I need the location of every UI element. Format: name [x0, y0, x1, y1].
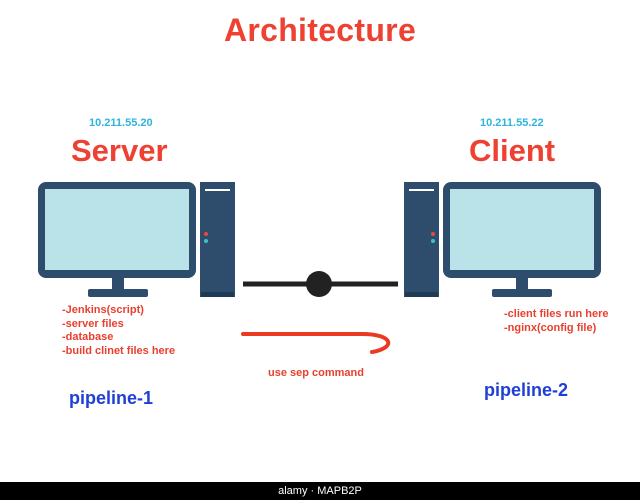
network-connection-line — [243, 271, 398, 297]
transfer-arrow-icon — [241, 332, 391, 354]
server-monitor-icon — [38, 182, 196, 297]
watermark-footer: alamy · MAPB2P — [0, 482, 640, 500]
server-notes: -Jenkins(script) -server files -database… — [62, 304, 175, 358]
server-note: -database — [62, 331, 114, 343]
network-node-icon — [306, 271, 332, 297]
client-notes: -client files run here -nginx(config fil… — [504, 308, 609, 335]
server-note: -server files — [62, 317, 124, 330]
server-tower-icon — [200, 182, 235, 297]
client-label: Client — [469, 133, 556, 168]
client-note: -client files run here — [504, 308, 609, 320]
server-label: Server — [71, 133, 168, 168]
client-tower-icon — [404, 182, 439, 297]
server-pipeline-label: pipeline-1 — [69, 388, 154, 408]
server-ip: 10.211.55.20 — [89, 117, 153, 129]
client-ip: 10.211.55.22 — [480, 117, 544, 129]
command-label: use sep command — [268, 367, 364, 379]
client-monitor-icon — [443, 182, 601, 297]
client-note: -nginx(config file) — [504, 321, 597, 334]
client-pipeline-label: pipeline-2 — [484, 380, 569, 400]
server-note: -Jenkins(script) — [62, 304, 144, 316]
diagram-title: Architecture — [223, 12, 417, 48]
server-note: -build clinet files here — [62, 344, 176, 357]
